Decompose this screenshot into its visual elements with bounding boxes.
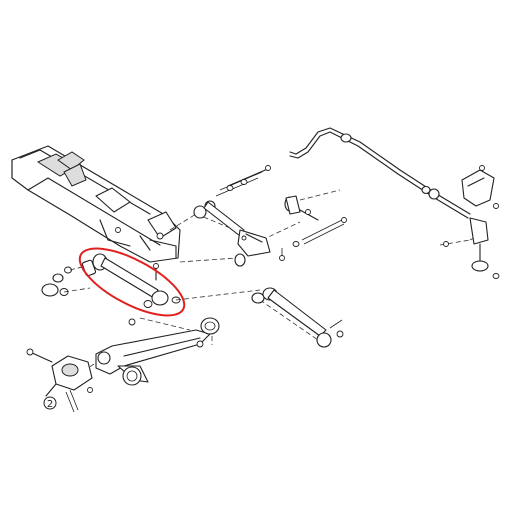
lower-control-arm [95, 317, 220, 386]
lateral-link-highlighted [81, 253, 181, 308]
stabilizer-end-link [443, 165, 500, 279]
ref-number-callout: 2 [43, 396, 57, 410]
stabilizer-bar [289, 127, 471, 219]
highlight-callout-ring [78, 247, 186, 317]
upper-link-assembly [193, 165, 285, 267]
right-upper-link [284, 195, 347, 247]
ref-number-label: 2 [47, 399, 53, 410]
knuckle-bracket [26, 348, 93, 413]
lower-lateral-link [251, 287, 344, 348]
rear-crossmember [11, 145, 181, 263]
left-mount-hardware [41, 265, 91, 297]
